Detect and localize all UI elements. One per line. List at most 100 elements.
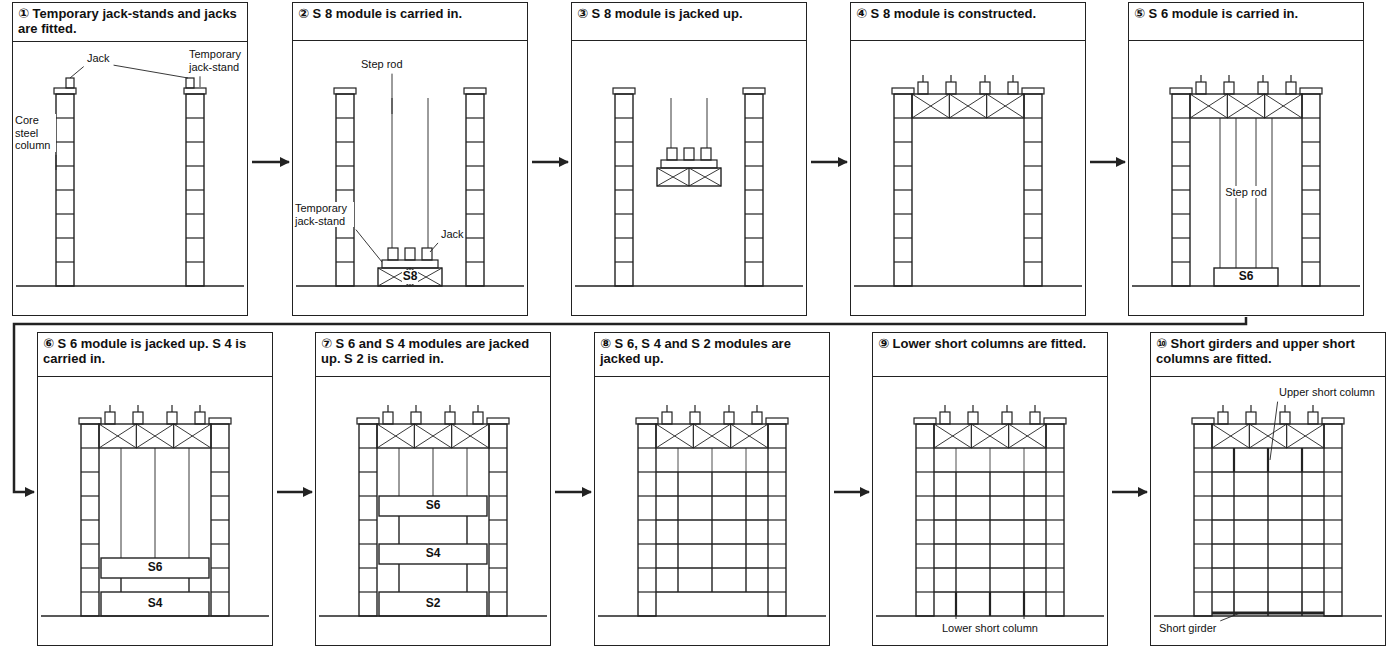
part-label: Lower short column xyxy=(941,622,1039,635)
frame-line xyxy=(56,165,74,166)
module-label: S8 xyxy=(402,270,419,284)
frame-line xyxy=(949,94,986,118)
frame-line xyxy=(1012,75,1013,82)
frame-line xyxy=(1324,519,1342,520)
frame-box xyxy=(101,592,209,616)
frame-line xyxy=(1265,94,1302,118)
frame-line xyxy=(615,237,633,238)
frame-line xyxy=(638,543,656,544)
frame-box xyxy=(657,168,721,186)
frame-line xyxy=(56,237,74,238)
frame-box xyxy=(724,412,734,424)
frame-line xyxy=(731,424,768,448)
frame-box xyxy=(662,412,672,424)
frame-line xyxy=(1302,189,1320,190)
frame-line xyxy=(136,424,173,448)
frame-line xyxy=(971,424,972,448)
frame-line xyxy=(745,141,763,142)
frame-box xyxy=(105,412,115,424)
frame-box xyxy=(445,412,455,424)
frame-box xyxy=(1302,94,1320,286)
frame-line xyxy=(1190,94,1227,118)
step-arrow xyxy=(834,491,869,494)
frame-box xyxy=(1002,412,1012,424)
frame-line xyxy=(989,592,991,616)
frame-line xyxy=(1024,189,1042,190)
frame-box xyxy=(690,412,700,424)
frame-line xyxy=(387,405,388,412)
frame-box xyxy=(357,418,379,424)
step-illustration xyxy=(1154,405,1382,616)
frame-line xyxy=(1024,237,1042,238)
step-caption: ⑥ S 6 module is jacked up. S 4 is carrie… xyxy=(38,333,272,377)
frame-line xyxy=(638,567,656,568)
frame-box xyxy=(752,412,762,424)
frame-line xyxy=(1194,567,1212,568)
frame-box xyxy=(411,412,421,424)
frame-line xyxy=(99,424,136,448)
frame-line xyxy=(1267,472,1268,592)
frame-line xyxy=(688,168,689,186)
frame-box xyxy=(422,248,432,260)
frame-box xyxy=(209,418,231,424)
frame-box xyxy=(1170,88,1192,94)
module-label: S2 xyxy=(425,597,442,611)
frame-line xyxy=(666,405,667,412)
leader-line xyxy=(392,74,393,114)
part-label: Jack xyxy=(440,228,465,241)
frame-line xyxy=(392,98,393,248)
frame-line xyxy=(1324,567,1342,568)
frame-box xyxy=(54,88,76,94)
module-label: S4 xyxy=(425,547,442,561)
frame-line xyxy=(466,117,484,118)
frame-line xyxy=(451,424,452,448)
frame-line xyxy=(693,424,730,448)
step-caption: ① Temporary jack-stands and jacks are fi… xyxy=(13,3,247,42)
frame-line xyxy=(489,495,507,496)
step-caption: ⑧ S 6, S 4 and S 2 modules are jacked up… xyxy=(595,333,829,377)
frame-box xyxy=(656,424,768,448)
module-label: S6 xyxy=(147,561,164,575)
frame-box xyxy=(1324,424,1342,616)
frame-line xyxy=(638,447,656,448)
frame-line xyxy=(186,189,204,190)
frame-line xyxy=(1194,543,1212,544)
frame-line xyxy=(916,519,934,520)
frame-box xyxy=(336,94,354,286)
step-caption: ⑨ Lower short columns are fitted. xyxy=(873,333,1107,377)
step-illustration xyxy=(296,88,524,286)
step-caption: ② S 8 module is carried in. xyxy=(293,3,527,41)
frame-box xyxy=(684,148,694,160)
frame-line xyxy=(449,405,450,412)
frame-line xyxy=(377,424,414,448)
frame-line xyxy=(467,448,468,496)
frame-line xyxy=(173,424,174,448)
frame-line xyxy=(489,543,507,544)
part-label: Temporary jack-stand xyxy=(294,202,354,227)
frame-box xyxy=(912,94,1024,118)
frame-line xyxy=(916,447,934,448)
frame-line xyxy=(1272,118,1273,268)
frame-line xyxy=(1250,405,1251,412)
frame-line xyxy=(638,519,656,520)
frame-line xyxy=(359,567,377,568)
frame-box xyxy=(1308,412,1318,424)
frame-line xyxy=(466,213,484,214)
step-arrow xyxy=(532,161,568,164)
frame-line xyxy=(1046,567,1064,568)
frame-line xyxy=(955,472,956,592)
frame-line xyxy=(1190,94,1227,118)
frame-box xyxy=(636,418,658,424)
frame-box xyxy=(1212,424,1324,448)
frame-line xyxy=(1234,448,1235,472)
step-arrow xyxy=(14,317,1246,492)
leader-line xyxy=(200,76,201,87)
frame-line xyxy=(916,495,934,496)
frame-line xyxy=(1194,591,1212,592)
frame-line xyxy=(916,591,934,592)
frame-box xyxy=(195,412,205,424)
frame-line xyxy=(452,424,489,448)
frame-line xyxy=(745,189,763,190)
frame-line xyxy=(56,117,74,118)
frame-line xyxy=(745,261,763,262)
